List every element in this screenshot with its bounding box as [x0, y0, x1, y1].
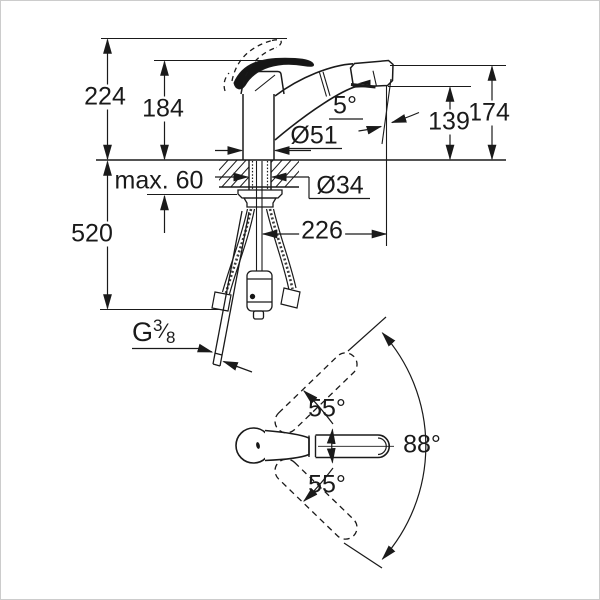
dim-height-total: 224 — [82, 82, 128, 111]
spray-head — [349, 59, 394, 88]
thread-numerator: 3 — [153, 316, 163, 335]
dia34-callout — [215, 172, 370, 200]
dim-swing-lower: 55° — [308, 470, 346, 499]
dim-outlet-angle: 5° — [333, 91, 357, 120]
dim-height-handle: 184 — [140, 94, 186, 123]
swivel-ghost-lower — [274, 458, 358, 540]
supply-pipe — [212, 210, 250, 367]
dim-swivel-total: 88° — [403, 430, 441, 459]
side-view-extension-lines — [100, 37, 506, 311]
dim-hose-length: 520 — [69, 219, 115, 248]
thread-slash: ⁄ — [162, 320, 166, 343]
dim-height-outlet: 139 — [426, 107, 472, 136]
faucet-side-view — [211, 39, 394, 367]
faucet-top-view — [235, 316, 427, 569]
pullout-hose-weight — [246, 270, 273, 320]
thread-denominator: 8 — [166, 328, 176, 347]
dim-dia-51: Ø51 — [290, 121, 338, 150]
swivel-ghost-upper — [274, 352, 358, 434]
dim-height-spout: 174 — [466, 98, 512, 127]
handle-raised-ghost — [223, 39, 282, 92]
dim-deck-max: max. 60 — [114, 166, 204, 195]
dia51-callout — [215, 146, 342, 155]
dim-dia-34: Ø34 — [316, 171, 364, 200]
dim-projection: 226 — [299, 216, 345, 245]
thread-callout — [132, 343, 253, 373]
handle-lever — [233, 57, 315, 90]
dim-swing-upper: 55° — [308, 394, 346, 423]
outlet-angle-callout — [329, 111, 420, 135]
dim-thread-size: G3⁄8 — [132, 316, 175, 348]
thread-g: G — [132, 317, 154, 347]
